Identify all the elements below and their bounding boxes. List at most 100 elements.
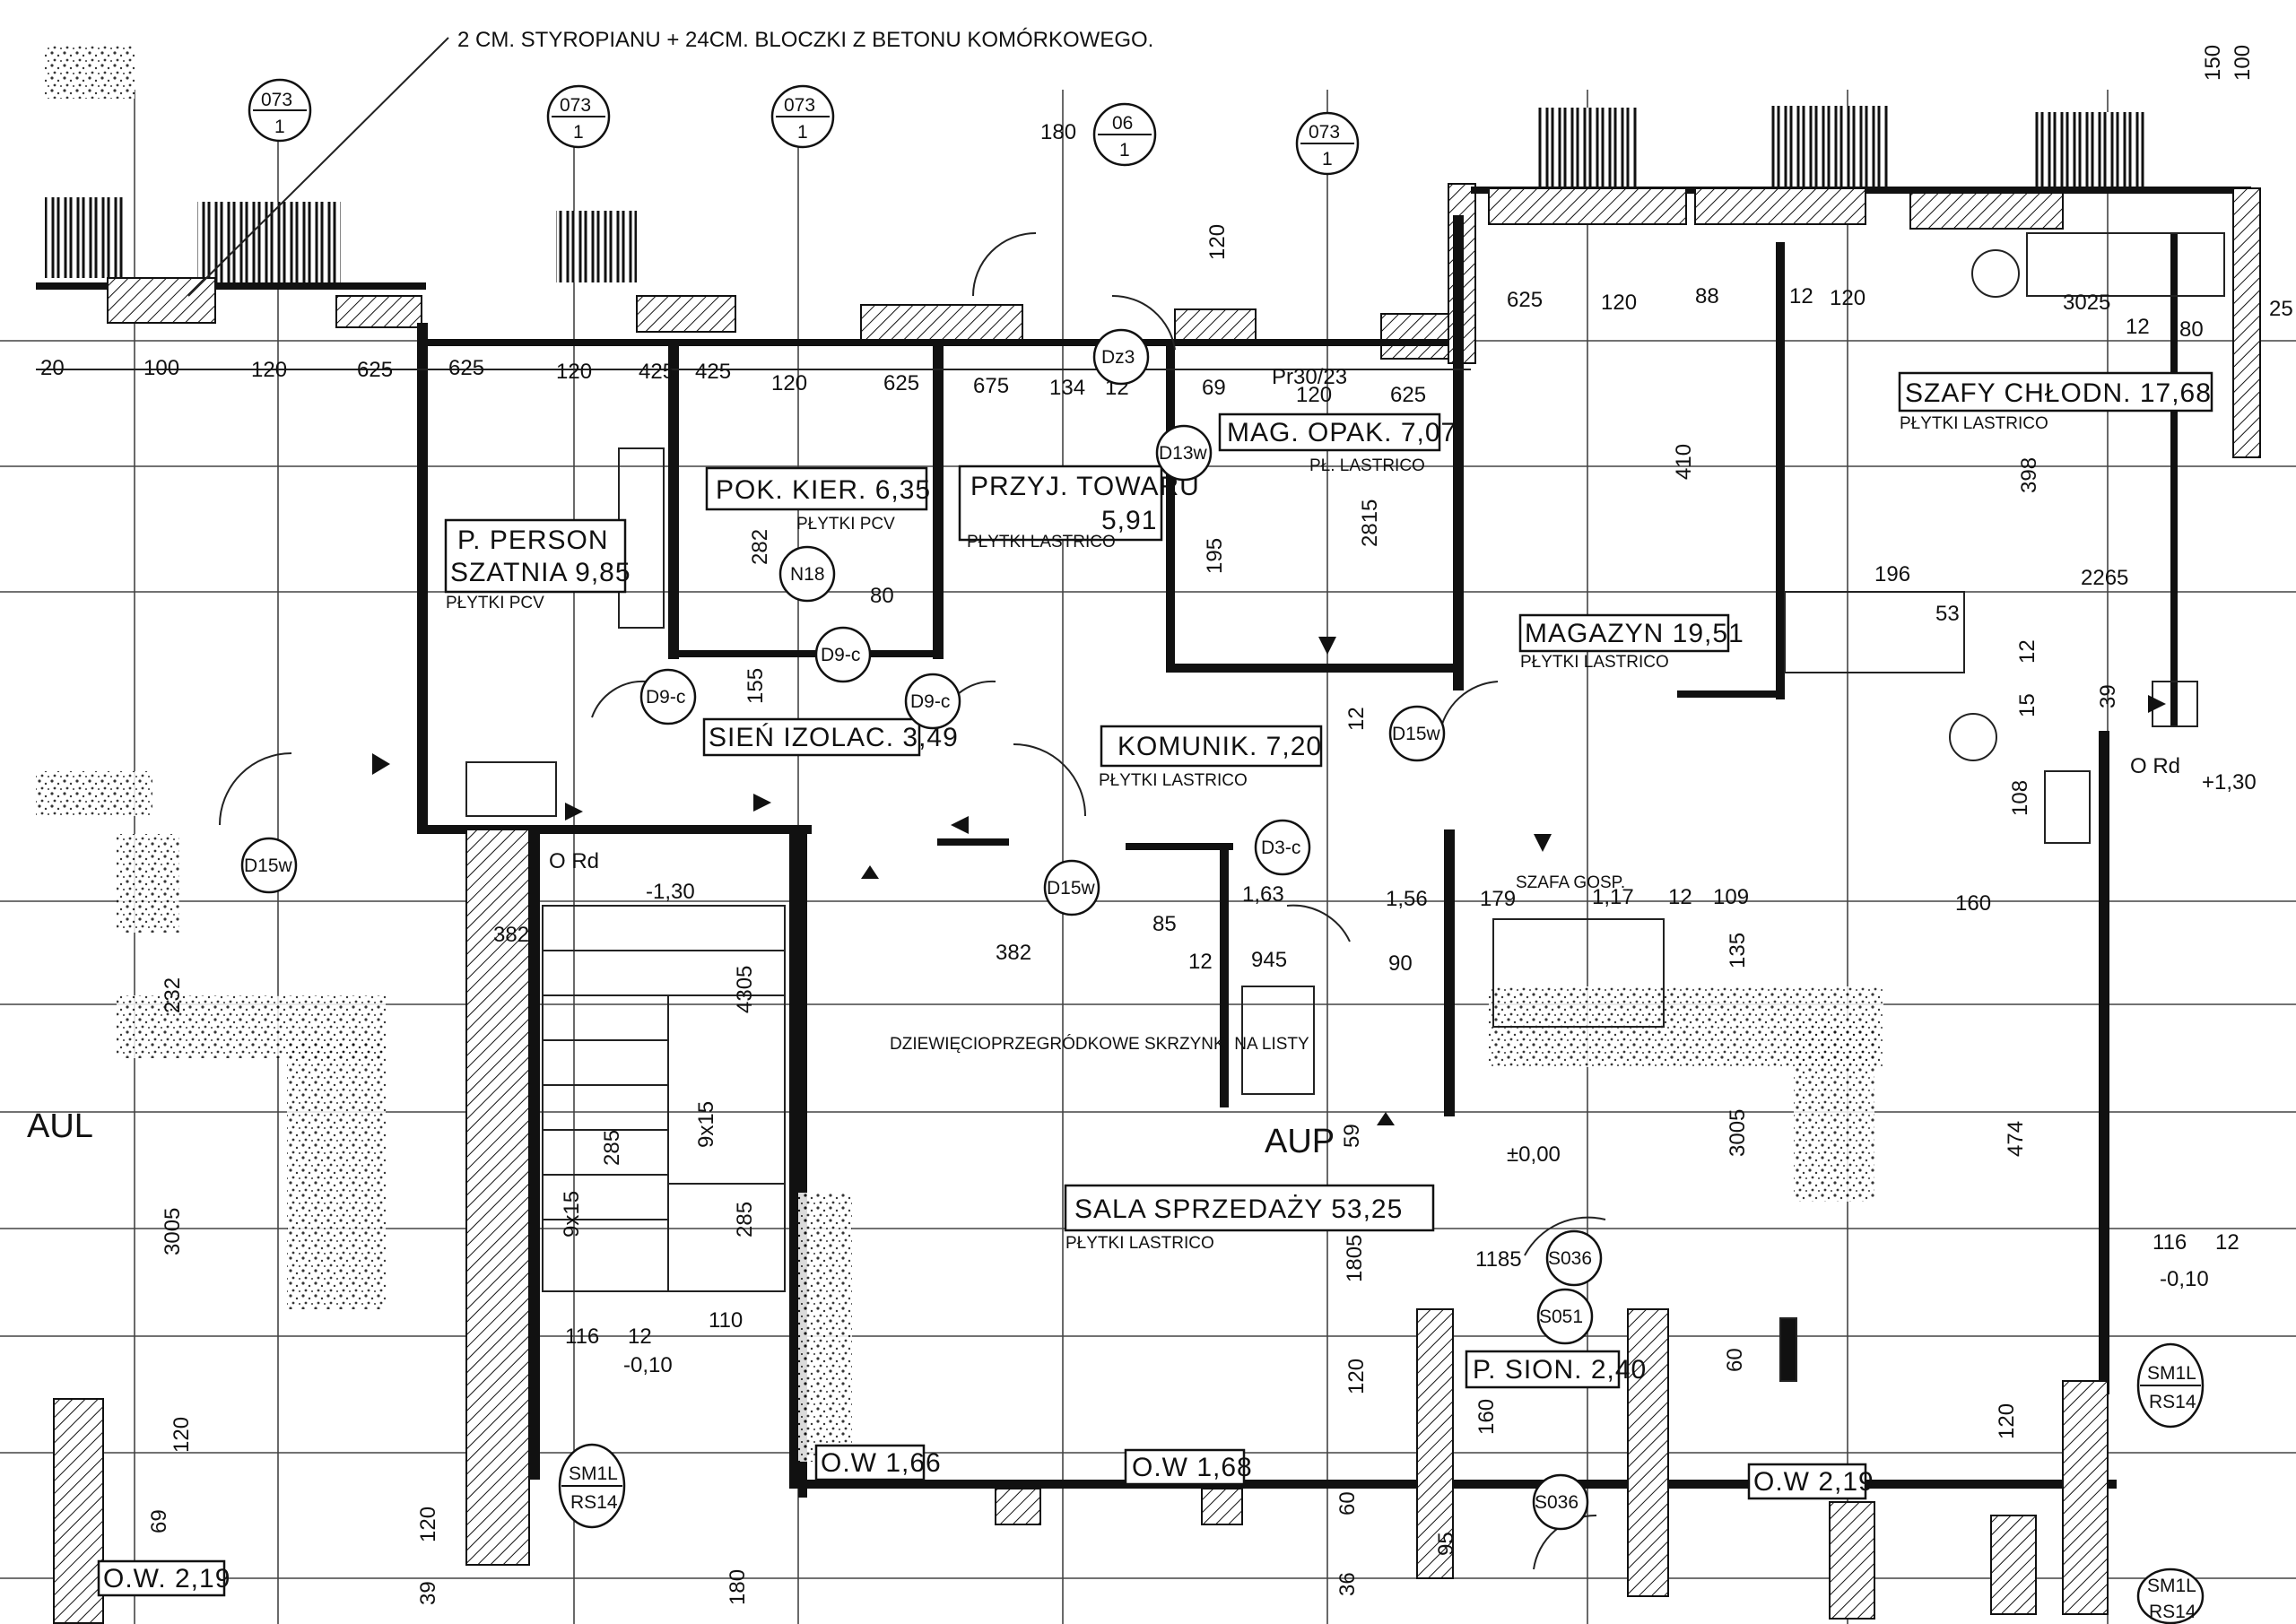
svg-text:282: 282 [748,529,772,565]
svg-text:120: 120 [251,358,287,382]
svg-text:D15w: D15w [1047,878,1096,899]
svg-text:RS14: RS14 [2149,1392,2196,1412]
section-refs: 073 1 073 1 073 1 073 1 06 1 [248,78,1360,176]
svg-text:-0,10: -0,10 [623,1353,673,1377]
svg-text:12: 12 [1668,885,1692,909]
svg-text:195: 195 [1203,538,1227,574]
svg-text:1: 1 [573,122,584,143]
s-tag: S036 [1532,1473,1589,1531]
svg-text:POK. KIER. 6,35: POK. KIER. 6,35 [716,475,931,505]
svg-text:120: 120 [1601,291,1637,315]
svg-text:KOMUNIK. 7,20: KOMUNIK. 7,20 [1118,732,1322,761]
svg-text:1805: 1805 [1343,1235,1367,1282]
section-ref: 073 1 [546,84,611,149]
door-tags: D9-c D9-c D9-c D15w D15w D15w D3-c Dz3 D… [240,328,1446,916]
svg-text:1: 1 [1322,149,1333,169]
svg-text:25: 25 [2269,297,2293,321]
s-tags: S036 S051 S036 [1532,1229,1603,1531]
svg-text:3005: 3005 [161,1208,185,1255]
svg-text:120: 120 [170,1417,194,1453]
door-tag: D13w [1155,424,1213,482]
svg-text:135: 135 [1726,933,1750,968]
room-szafy-chlodn: SZAFY CHŁODN. 17,68 PŁYTKI LASTRICO [1898,371,2213,433]
svg-text:SM1L: SM1L [569,1463,618,1484]
svg-text:2265: 2265 [2081,566,2128,590]
svg-text:625: 625 [448,356,484,380]
room-komunik: KOMUNIK. 7,20 PŁYTKI LASTRICO [1099,725,1323,790]
s-tag: S036 [1545,1229,1603,1287]
svg-text:1: 1 [797,122,808,143]
svg-text:-1,30: -1,30 [646,880,695,904]
section-ref: 073 1 [1295,111,1360,176]
svg-text:285: 285 [733,1202,757,1238]
svg-text:110: 110 [709,1308,743,1333]
svg-text:36: 36 [1335,1572,1360,1596]
dimensions-misc: 282 155 195 2815 410 398 196 2265 53 12 … [147,45,2255,1605]
room-ow-2: O.W 1,68 [1124,1448,1252,1486]
svg-text:S036: S036 [1535,1492,1578,1513]
svg-text:-0,10: -0,10 [2160,1267,2209,1291]
svg-text:180: 180 [1040,120,1076,144]
section-ref: 073 1 [770,84,835,149]
staircase [542,905,786,1292]
svg-text:1,17: 1,17 [1592,885,1634,909]
svg-text:425: 425 [639,360,674,384]
svg-text:073: 073 [560,95,591,116]
exterior-wall-top [36,183,2261,458]
svg-text:1: 1 [274,117,285,137]
aup-label: AUP [1265,1123,1335,1160]
svg-text:625: 625 [1507,288,1543,312]
svg-text:100: 100 [144,356,179,380]
svg-text:382: 382 [996,941,1031,965]
svg-text:O.W 1,66: O.W 1,66 [821,1448,942,1478]
svg-text:RS14: RS14 [570,1492,618,1513]
svg-text:PŁYTKI LASTRICO: PŁYTKI LASTRICO [1520,653,1669,672]
svg-text:PŁYTKI LASTRICO: PŁYTKI LASTRICO [967,533,1116,551]
svg-text:12: 12 [2015,639,2039,664]
svg-text:D15w: D15w [244,855,293,876]
svg-text:D3-c: D3-c [1261,838,1300,858]
svg-text:120: 120 [1344,1359,1369,1394]
room-p-sion: P. SION. 2,40 [1465,1350,1646,1389]
svg-text:108: 108 [2008,780,2032,816]
svg-text:179: 179 [1480,887,1516,911]
header-leader-line [187,37,449,297]
svg-text:D13w: D13w [1159,443,1208,464]
svg-text:20: 20 [40,356,65,380]
arrows [372,637,2166,1125]
svg-text:120: 120 [1205,224,1230,260]
svg-text:PŁYTKI LASTRICO: PŁYTKI LASTRICO [1900,414,2048,433]
pr-label: Pr30/23 [1272,365,1347,389]
svg-text:SZAFY CHŁODN. 17,68: SZAFY CHŁODN. 17,68 [1905,378,2212,408]
svg-text:D9-c: D9-c [910,691,950,712]
svg-text:O.W. 2,19: O.W. 2,19 [103,1564,230,1594]
door-tag: D9-c [814,626,872,683]
svg-text:N18: N18 [790,564,825,585]
svg-text:160: 160 [1474,1399,1499,1435]
door-tag: D15w [1388,705,1446,762]
svg-text:120: 120 [556,360,592,384]
door-tag: D15w [1043,859,1100,916]
room-sala-sprzedazy: SALA SPRZEDAŻY 53,25 PŁYTKI LASTRICO [1064,1184,1435,1253]
room-ow-4: O.W. 2,19 [97,1559,230,1597]
svg-text:SZATNIA 9,85: SZATNIA 9,85 [450,558,631,587]
svg-text:625: 625 [1390,383,1426,407]
svg-text:120: 120 [1296,383,1332,407]
svg-text:90: 90 [1388,951,1413,976]
svg-text:945: 945 [1251,948,1287,972]
svg-text:15: 15 [2015,693,2039,717]
section-ref: 06 1 [1092,102,1157,167]
misc-labels: AUP AUL Pr30/23 SZAFA GOSP. DZIEWIĘCIOPR… [27,365,1625,1160]
svg-text:160: 160 [1955,891,1991,916]
svg-text:12: 12 [2126,315,2150,339]
room-przyj-towaru: PRZYJ. TOWARU 5,91 PŁYTKI LASTRICO [958,465,1199,551]
svg-text:69: 69 [147,1509,171,1533]
svg-text:109: 109 [1713,885,1749,909]
room-ow-3: O.W 2,19 [1747,1463,1874,1500]
svg-text:100: 100 [2231,45,2255,81]
room-sien-izolac: SIEŃ IZOLAC. 3,49 [702,717,958,757]
svg-text:9x15: 9x15 [560,1191,584,1238]
hatched-columns [53,829,2109,1624]
